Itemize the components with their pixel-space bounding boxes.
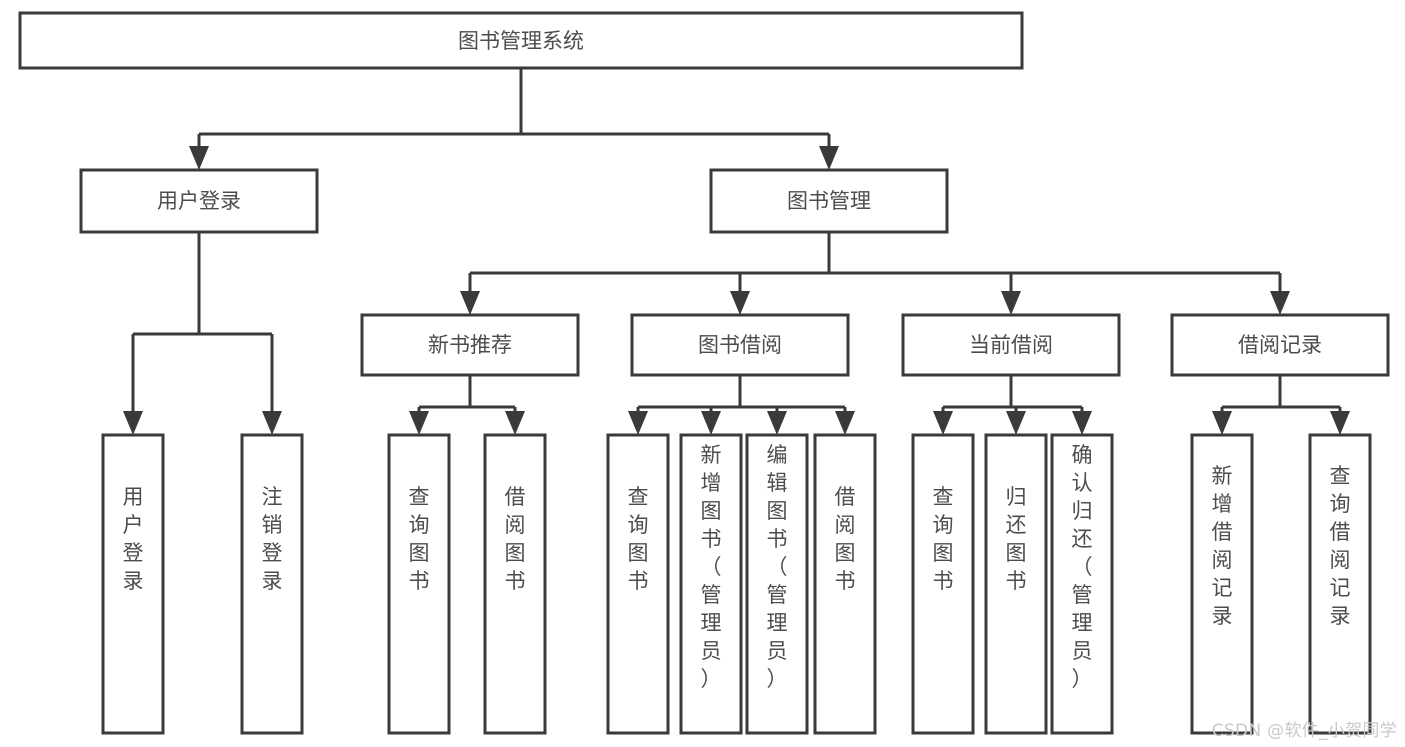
leaf-return-book-box[interactable] (984, 433, 1048, 735)
arrowhead-leaf-query-record (1330, 411, 1350, 435)
leaf-query-book-3-box[interactable] (911, 433, 975, 735)
connector-group (123, 68, 1350, 435)
arrowhead-current-borrow (1001, 291, 1021, 315)
arrowhead-leaf-query-book-2 (628, 411, 648, 435)
leaf-query-record-label: 查询借阅记录 (1330, 464, 1351, 628)
node-root[interactable]: 图书管理系统 (18, 11, 1024, 70)
leaf-node-return-book[interactable]: 归还图书 (984, 433, 1048, 735)
node-current-borrow-label: 当前借阅 (969, 333, 1053, 357)
leaf-node-confirm-return[interactable]: 确认归还（管理员） (1050, 433, 1114, 735)
node-root-box[interactable] (18, 11, 1024, 70)
arrowhead-leaf-user-login (123, 411, 143, 435)
leaf-logout-label: 注销登录 (262, 485, 283, 593)
node-book-borrow-label: 图书借阅 (698, 333, 782, 357)
node-new-book-rec-label: 新书推荐 (428, 333, 512, 357)
leaf-query-book-1-box[interactable] (387, 433, 451, 735)
leaf-node-query-book-3[interactable]: 查询图书 (911, 433, 975, 735)
arrowhead-leaf-logout (262, 411, 282, 435)
leaf-confirm-return-box[interactable] (1050, 433, 1114, 735)
arrowhead-leaf-query-book-3 (933, 411, 953, 435)
node-book-borrow[interactable]: 图书借阅 (630, 313, 850, 377)
leaf-logout-box[interactable] (240, 433, 304, 735)
node-borrow-record-box[interactable] (1170, 313, 1390, 377)
leaf-add-book-label: 新增图书（管理员） (701, 443, 722, 691)
node-borrow-record[interactable]: 借阅记录 (1170, 313, 1390, 377)
leaf-add-book-box[interactable] (679, 433, 743, 735)
node-new-book-rec[interactable]: 新书推荐 (360, 313, 580, 377)
leaf-user-login-box[interactable] (101, 433, 165, 735)
node-current-borrow[interactable]: 当前借阅 (901, 313, 1121, 377)
leaf-node-borrow-book-1[interactable]: 借阅图书 (483, 433, 547, 735)
leaf-node-borrow-book-2[interactable]: 借阅图书 (813, 433, 877, 735)
arrowhead-book-borrow (730, 291, 750, 315)
leaf-node-add-book[interactable]: 新增图书（管理员） (679, 433, 743, 735)
leaf-add-record-label: 新增借阅记录 (1212, 464, 1233, 628)
arrowhead-new-book-rec (460, 291, 480, 315)
arrowhead-leaf-add-book (701, 411, 721, 435)
leaf-node-query-book-1[interactable]: 查询图书 (387, 433, 451, 735)
leaf-borrow-book-2-box[interactable] (813, 433, 877, 735)
node-new-book-rec-box[interactable] (360, 313, 580, 377)
leaf-edit-book-box[interactable] (745, 433, 809, 735)
leaf-query-book-2-box[interactable] (606, 433, 670, 735)
node-user-login-box[interactable] (79, 168, 319, 234)
leaf-node-user-login[interactable]: 用户登录 (101, 433, 165, 735)
leaf-edit-book-label: 编辑图书（管理员） (767, 443, 788, 691)
arrowhead-leaf-edit-book (767, 411, 787, 435)
leaf-query-book-2-label: 查询图书 (628, 485, 649, 593)
arrowhead-user-login (189, 146, 209, 170)
leaf-query-book-1-label: 查询图书 (409, 485, 430, 593)
leaf-node-query-record[interactable]: 查询借阅记录 (1308, 433, 1372, 735)
leaf-confirm-return-label: 确认归还（管理员） (1072, 443, 1093, 691)
node-root-label: 图书管理系统 (458, 29, 584, 53)
leaf-node-edit-book[interactable]: 编辑图书（管理员） (745, 433, 809, 735)
arrowhead-borrow-record (1270, 291, 1290, 315)
node-current-borrow-box[interactable] (901, 313, 1121, 377)
node-book-manage[interactable]: 图书管理 (709, 168, 949, 234)
node-book-manage-label: 图书管理 (787, 189, 871, 213)
leaf-return-book-label: 归还图书 (1006, 485, 1027, 593)
leaf-borrow-book-1-label: 借阅图书 (505, 485, 526, 593)
arrowhead-leaf-return-book (1006, 411, 1026, 435)
arrowhead-leaf-confirm-return (1072, 411, 1092, 435)
arrowhead-leaf-borrow-book-1 (505, 411, 525, 435)
leaf-query-record-box[interactable] (1308, 433, 1372, 735)
leaf-add-record-box[interactable] (1190, 433, 1254, 735)
node-book-manage-box[interactable] (709, 168, 949, 234)
leaf-user-login-label: 用户登录 (123, 485, 144, 593)
node-book-borrow-box[interactable] (630, 313, 850, 377)
leaf-node-logout[interactable]: 注销登录 (240, 433, 304, 735)
node-borrow-record-label: 借阅记录 (1238, 333, 1322, 357)
arrowhead-leaf-borrow-book-2 (835, 411, 855, 435)
leaf-node-query-book-2[interactable]: 查询图书 (606, 433, 670, 735)
leaf-borrow-book-1-box[interactable] (483, 433, 547, 735)
node-user-login-label: 用户登录 (157, 189, 241, 213)
leaf-query-book-3-label: 查询图书 (933, 485, 954, 593)
arrowhead-leaf-add-record (1212, 411, 1232, 435)
leaf-node-add-record[interactable]: 新增借阅记录 (1190, 433, 1254, 735)
leaf-borrow-book-2-label: 借阅图书 (835, 485, 856, 593)
arrowhead-book-manage (819, 146, 839, 170)
node-user-login[interactable]: 用户登录 (79, 168, 319, 234)
arrowhead-leaf-query-book-1 (409, 411, 429, 435)
